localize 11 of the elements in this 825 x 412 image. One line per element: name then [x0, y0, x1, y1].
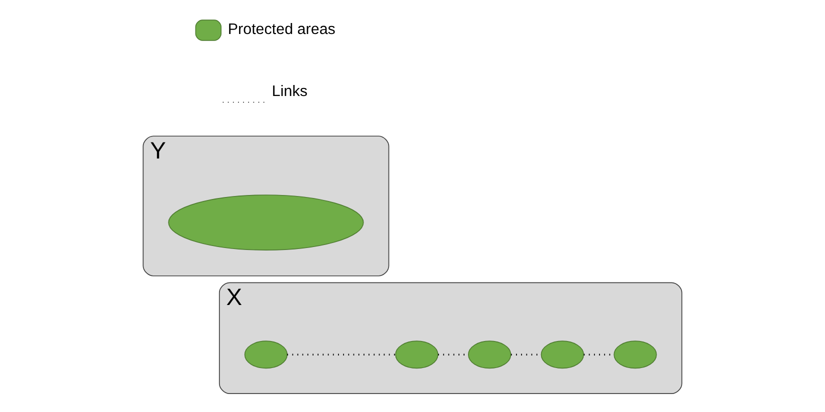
- node-ellipse: [540, 340, 584, 369]
- node-ellipse: [614, 340, 657, 369]
- node-blob: [168, 194, 364, 250]
- legend-label: Protected areas: [228, 20, 336, 38]
- node-ellipse: [395, 340, 438, 369]
- connector: [287, 354, 396, 356]
- cluster: Y: [142, 136, 390, 276]
- cluster: X: [218, 282, 682, 394]
- node-ellipse: [468, 340, 512, 369]
- node-ellipse: [244, 340, 288, 369]
- legend-label: Links: [272, 82, 308, 100]
